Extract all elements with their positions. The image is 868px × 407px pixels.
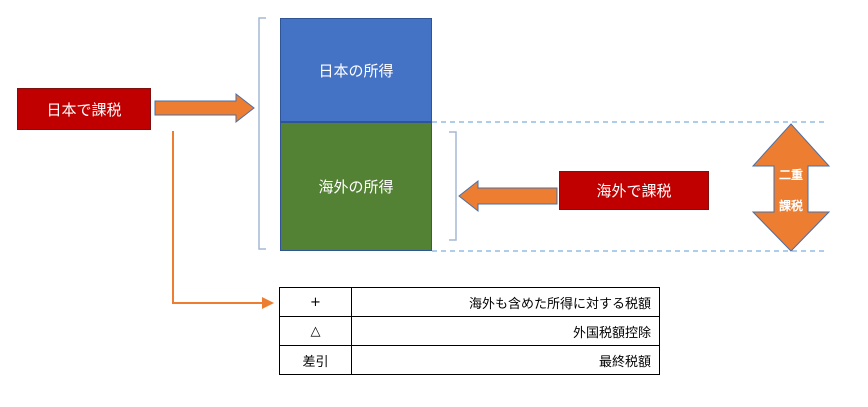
tax-calculation-table: + 海外も含めた所得に対する税額 △ 外国税額控除 差引 最終税額 [279, 287, 660, 375]
foreign-tax-text: 海外で課税 [596, 182, 672, 200]
row-text: 海外も含めた所得に対する税額 [351, 287, 660, 317]
table-row: + 海外も含めた所得に対する税額 [279, 287, 660, 317]
arrow-left [458, 179, 558, 213]
japan-tax-label: 日本で課税 [17, 88, 151, 130]
japan-income-label: 日本の所得 [318, 61, 394, 80]
foreign-income-block: 海外の所得 [280, 122, 432, 251]
double-tax-line1: 二重 [778, 168, 803, 182]
row-symbol: 差引 [279, 345, 352, 375]
double-tax-line2: 課税 [778, 199, 803, 213]
table-row: △ 外国税額控除 [279, 316, 660, 346]
foreign-tax-label: 海外で課税 [559, 171, 709, 210]
right-bracket [449, 131, 457, 241]
japan-income-block: 日本の所得 [280, 18, 432, 122]
foreign-income-label: 海外の所得 [318, 178, 394, 196]
double-arrow [751, 123, 831, 252]
connector-arrowhead [262, 297, 274, 309]
arrow-right [154, 92, 255, 124]
japan-tax-text: 日本で課税 [46, 100, 122, 119]
row-text: 外国税額控除 [351, 316, 660, 346]
connector-line [172, 131, 262, 304]
left-bracket [258, 17, 266, 250]
table-row: 差引 最終税額 [279, 345, 660, 375]
row-symbol: + [279, 287, 352, 317]
row-text: 最終税額 [351, 345, 660, 375]
row-symbol: △ [279, 316, 352, 346]
